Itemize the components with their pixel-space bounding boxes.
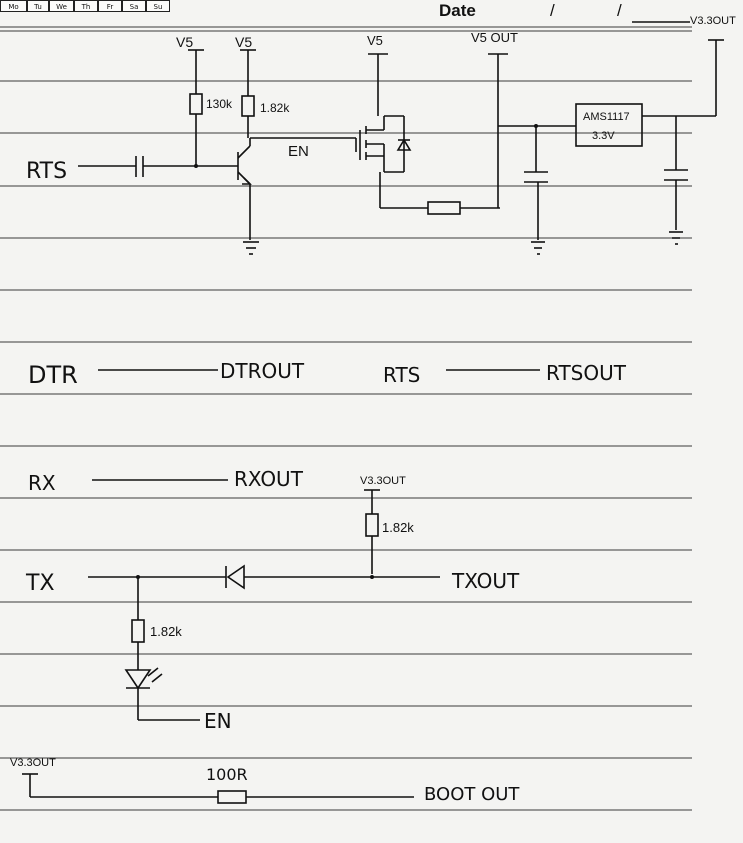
label-regulator: AMS1117	[583, 111, 630, 123]
label-rx: RX	[28, 471, 56, 495]
label-v33out-pullup: V3.3OUT	[360, 475, 406, 487]
label-en-1: EN	[288, 143, 309, 160]
junction-dot	[194, 164, 198, 168]
label-r-led: 1.82k	[150, 624, 182, 639]
label-bootout: BOOT OUT	[424, 784, 520, 805]
day-box-sa: Sa	[122, 0, 146, 12]
label-en-3: EN	[204, 709, 232, 733]
junction-dot	[534, 124, 538, 128]
label-dtrout: DTROUT	[220, 359, 305, 383]
label-v5-a: V5	[176, 34, 193, 50]
label-rts-in: RTS	[26, 159, 67, 184]
label-v33out-boot: V3.3OUT	[10, 757, 56, 769]
day-box-mo: Mo	[0, 0, 27, 12]
label-r-boot: 100R	[206, 765, 248, 784]
label-rxout: RXOUT	[234, 467, 304, 491]
label-r-130k: 130k	[206, 97, 233, 111]
label-r-1-82k: 1.82k	[260, 101, 290, 115]
label-v33out-top: V3.3OUT	[690, 15, 736, 27]
schematic-1-wires	[78, 21, 724, 255]
label-v5-b: V5	[235, 34, 252, 50]
day-box-we: We	[49, 0, 74, 12]
label-regulator-voltage: 3.3V	[592, 130, 615, 142]
date-separator-2: /	[617, 1, 622, 20]
junction-dot	[370, 575, 374, 579]
day-box-th: Th	[74, 0, 98, 12]
ruled-lines	[0, 26, 692, 811]
label-rts: RTS	[383, 363, 420, 387]
label-dtr: DTR	[28, 361, 78, 389]
schematic-3-wires	[88, 479, 440, 721]
label-v5-c: V5	[367, 33, 383, 48]
schematic-4-wires	[22, 773, 414, 804]
label-r-pullup: 1.82k	[382, 520, 414, 535]
day-box-tu: Tu	[27, 0, 49, 12]
day-box-fr: Fr	[98, 0, 122, 12]
label-tx: TX	[25, 571, 55, 596]
day-box-su: Su	[146, 0, 170, 12]
junction-dot	[136, 575, 140, 579]
date-label: Date	[439, 1, 476, 20]
label-rtsout: RTSOUT	[546, 361, 627, 385]
date-separator-1: /	[550, 1, 555, 20]
label-v5out: V5 OUT	[471, 30, 518, 45]
label-txout: TXOUT	[451, 569, 520, 593]
